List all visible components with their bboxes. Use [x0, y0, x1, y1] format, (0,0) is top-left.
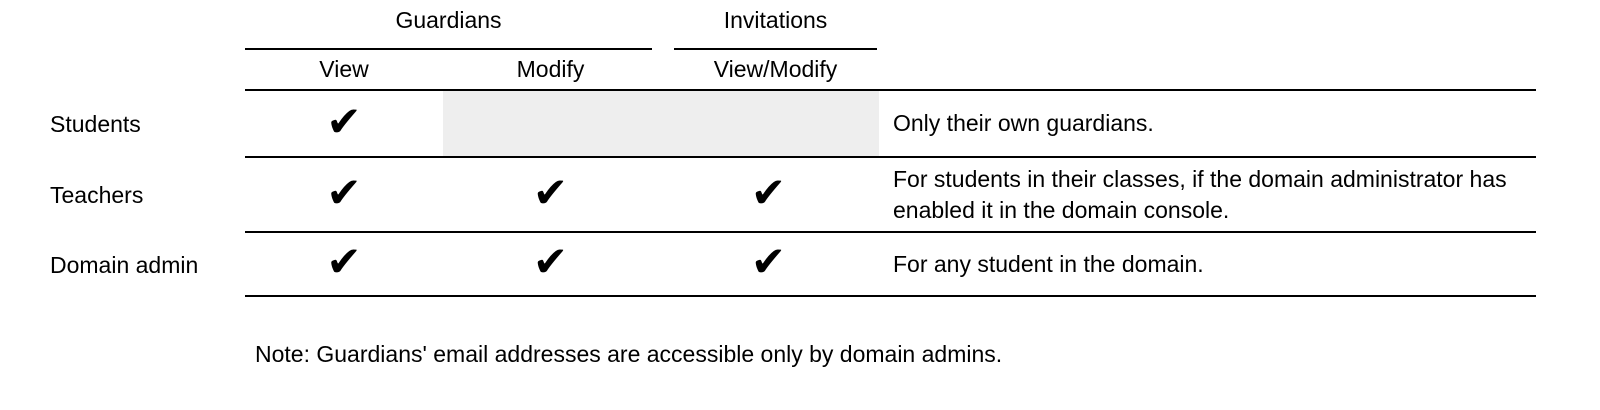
check-icon: ✔: [750, 237, 787, 286]
invitations-group-label: Invitations: [723, 7, 828, 33]
row-students-label: Students: [50, 111, 141, 137]
row-domain-admin-label: Domain admin: [50, 251, 199, 278]
col-header-view-label: View: [319, 56, 369, 82]
guardians-group-label: Guardians: [395, 7, 502, 33]
students-disabled-cells: [443, 91, 879, 158]
header-spacer-left: [0, 0, 245, 50]
students-guardians-view-cell: ✔: [245, 91, 443, 158]
domain-admin-invitations-cell: ✔: [658, 233, 879, 297]
teachers-guardians-modify-cell: ✔: [443, 158, 658, 233]
subheader-notes-spacer: [879, 50, 1536, 91]
col-header-modify-label: Modify: [516, 56, 585, 82]
check-icon: ✔: [532, 167, 569, 217]
col-header-view-modify: View/Modify: [658, 50, 879, 91]
check-icon: ✔: [326, 96, 362, 146]
col-header-modify: Modify: [443, 50, 658, 91]
guardians-group-header: Guardians: [245, 0, 652, 50]
subheader-spacer: [0, 50, 245, 91]
check-icon: ✔: [750, 167, 787, 217]
students-note: Only their own guardians.: [879, 91, 1536, 158]
teachers-guardians-view-cell: ✔: [245, 158, 443, 233]
row-teachers-label: Teachers: [50, 182, 144, 208]
teachers-note: For students in their classes, if the do…: [879, 158, 1536, 233]
domain-admin-guardians-view-cell: ✔: [245, 233, 443, 297]
col-header-view: View: [245, 50, 443, 91]
col-header-view-modify-label: View/Modify: [713, 56, 838, 82]
header-spacer-right: [879, 0, 1536, 50]
check-icon: ✔: [326, 167, 362, 217]
domain-admin-guardians-modify-cell: ✔: [443, 233, 658, 297]
check-icon: ✔: [532, 237, 569, 286]
teachers-invitations-cell: ✔: [658, 158, 879, 233]
footnote: Note: Guardians' email addresses are acc…: [255, 341, 1003, 367]
check-icon: ✔: [326, 237, 362, 286]
invitations-group-header: Invitations: [674, 0, 877, 50]
domain-admin-note: For any student in the domain.: [879, 233, 1536, 297]
roles-permissions-table: Guardians Invitations View Modify View/M…: [0, 0, 1536, 297]
